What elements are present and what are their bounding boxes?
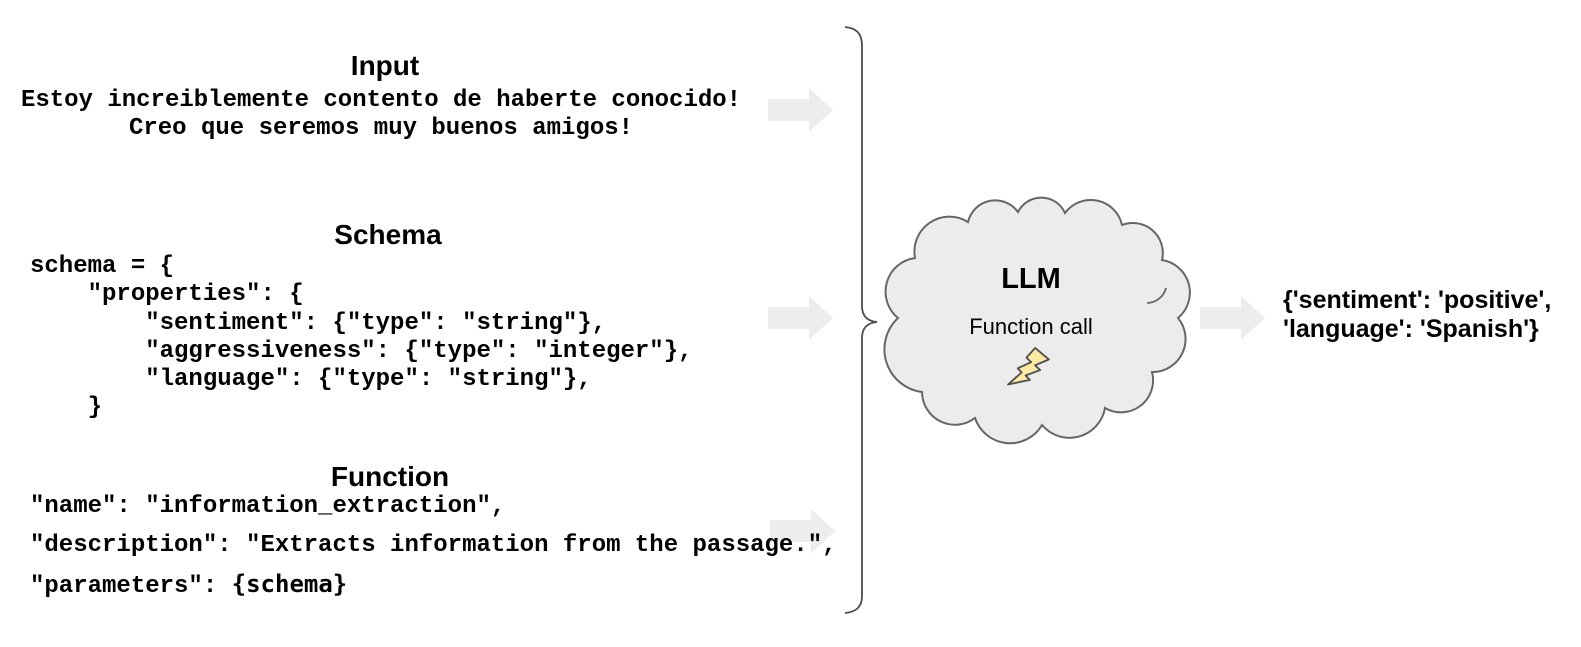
function-arrow-icon — [770, 509, 835, 553]
llm-label: LLM — [1001, 263, 1061, 295]
schema-code-line: "language": {"type": "string"}, — [30, 366, 592, 394]
schema-code: schema = { "properties": { "sentiment": … — [30, 253, 693, 423]
output-result-line: 'language': 'Spanish'} — [1283, 315, 1539, 343]
input-text-line: Estoy increiblemente contento de haberte… — [20, 87, 742, 114]
cloud-inner-arc — [1146, 287, 1167, 304]
schema-arrow-icon — [768, 296, 833, 340]
output-arrow-icon — [1200, 296, 1265, 340]
curly-brace — [844, 26, 878, 614]
input-arrow-icon — [768, 88, 833, 132]
function-code-line: "name": "information_extraction", — [30, 493, 506, 520]
input-text: Estoy increiblemente contento de haberte… — [21, 87, 741, 143]
llm-cloud — [883, 196, 1191, 445]
schema-code-line: schema = { — [30, 253, 175, 280]
function-code-line: "parameters": {schema} — [30, 565, 837, 606]
function-section-title: Function — [330, 461, 450, 492]
schema-code-line: "aggressiveness": {"type": "integer"}, — [30, 337, 693, 365]
schema-code-line: } — [30, 394, 103, 422]
function-parameters-schema-token: {schema} — [231, 570, 348, 598]
output-result: {'sentiment': 'positive', 'language': 'S… — [1283, 286, 1551, 344]
function-call-label: Function call — [969, 314, 1093, 339]
input-section-title: Input — [350, 50, 420, 81]
schema-code-line: "properties": { — [30, 281, 304, 309]
function-parameters-prefix: "parameters": — [30, 573, 232, 600]
schema-section-title: Schema — [334, 219, 442, 250]
lightning-bolt-icon — [1007, 347, 1050, 386]
input-text-line: Creo que seremos muy buenos amigos! — [128, 115, 634, 142]
function-code-line: "description": "Extracts information fro… — [30, 532, 837, 559]
schema-code-line: "sentiment": {"type": "string"}, — [30, 309, 607, 337]
function-code: "name": "information_extraction", "descr… — [30, 487, 837, 606]
output-result-line: {'sentiment': 'positive', — [1283, 286, 1552, 314]
